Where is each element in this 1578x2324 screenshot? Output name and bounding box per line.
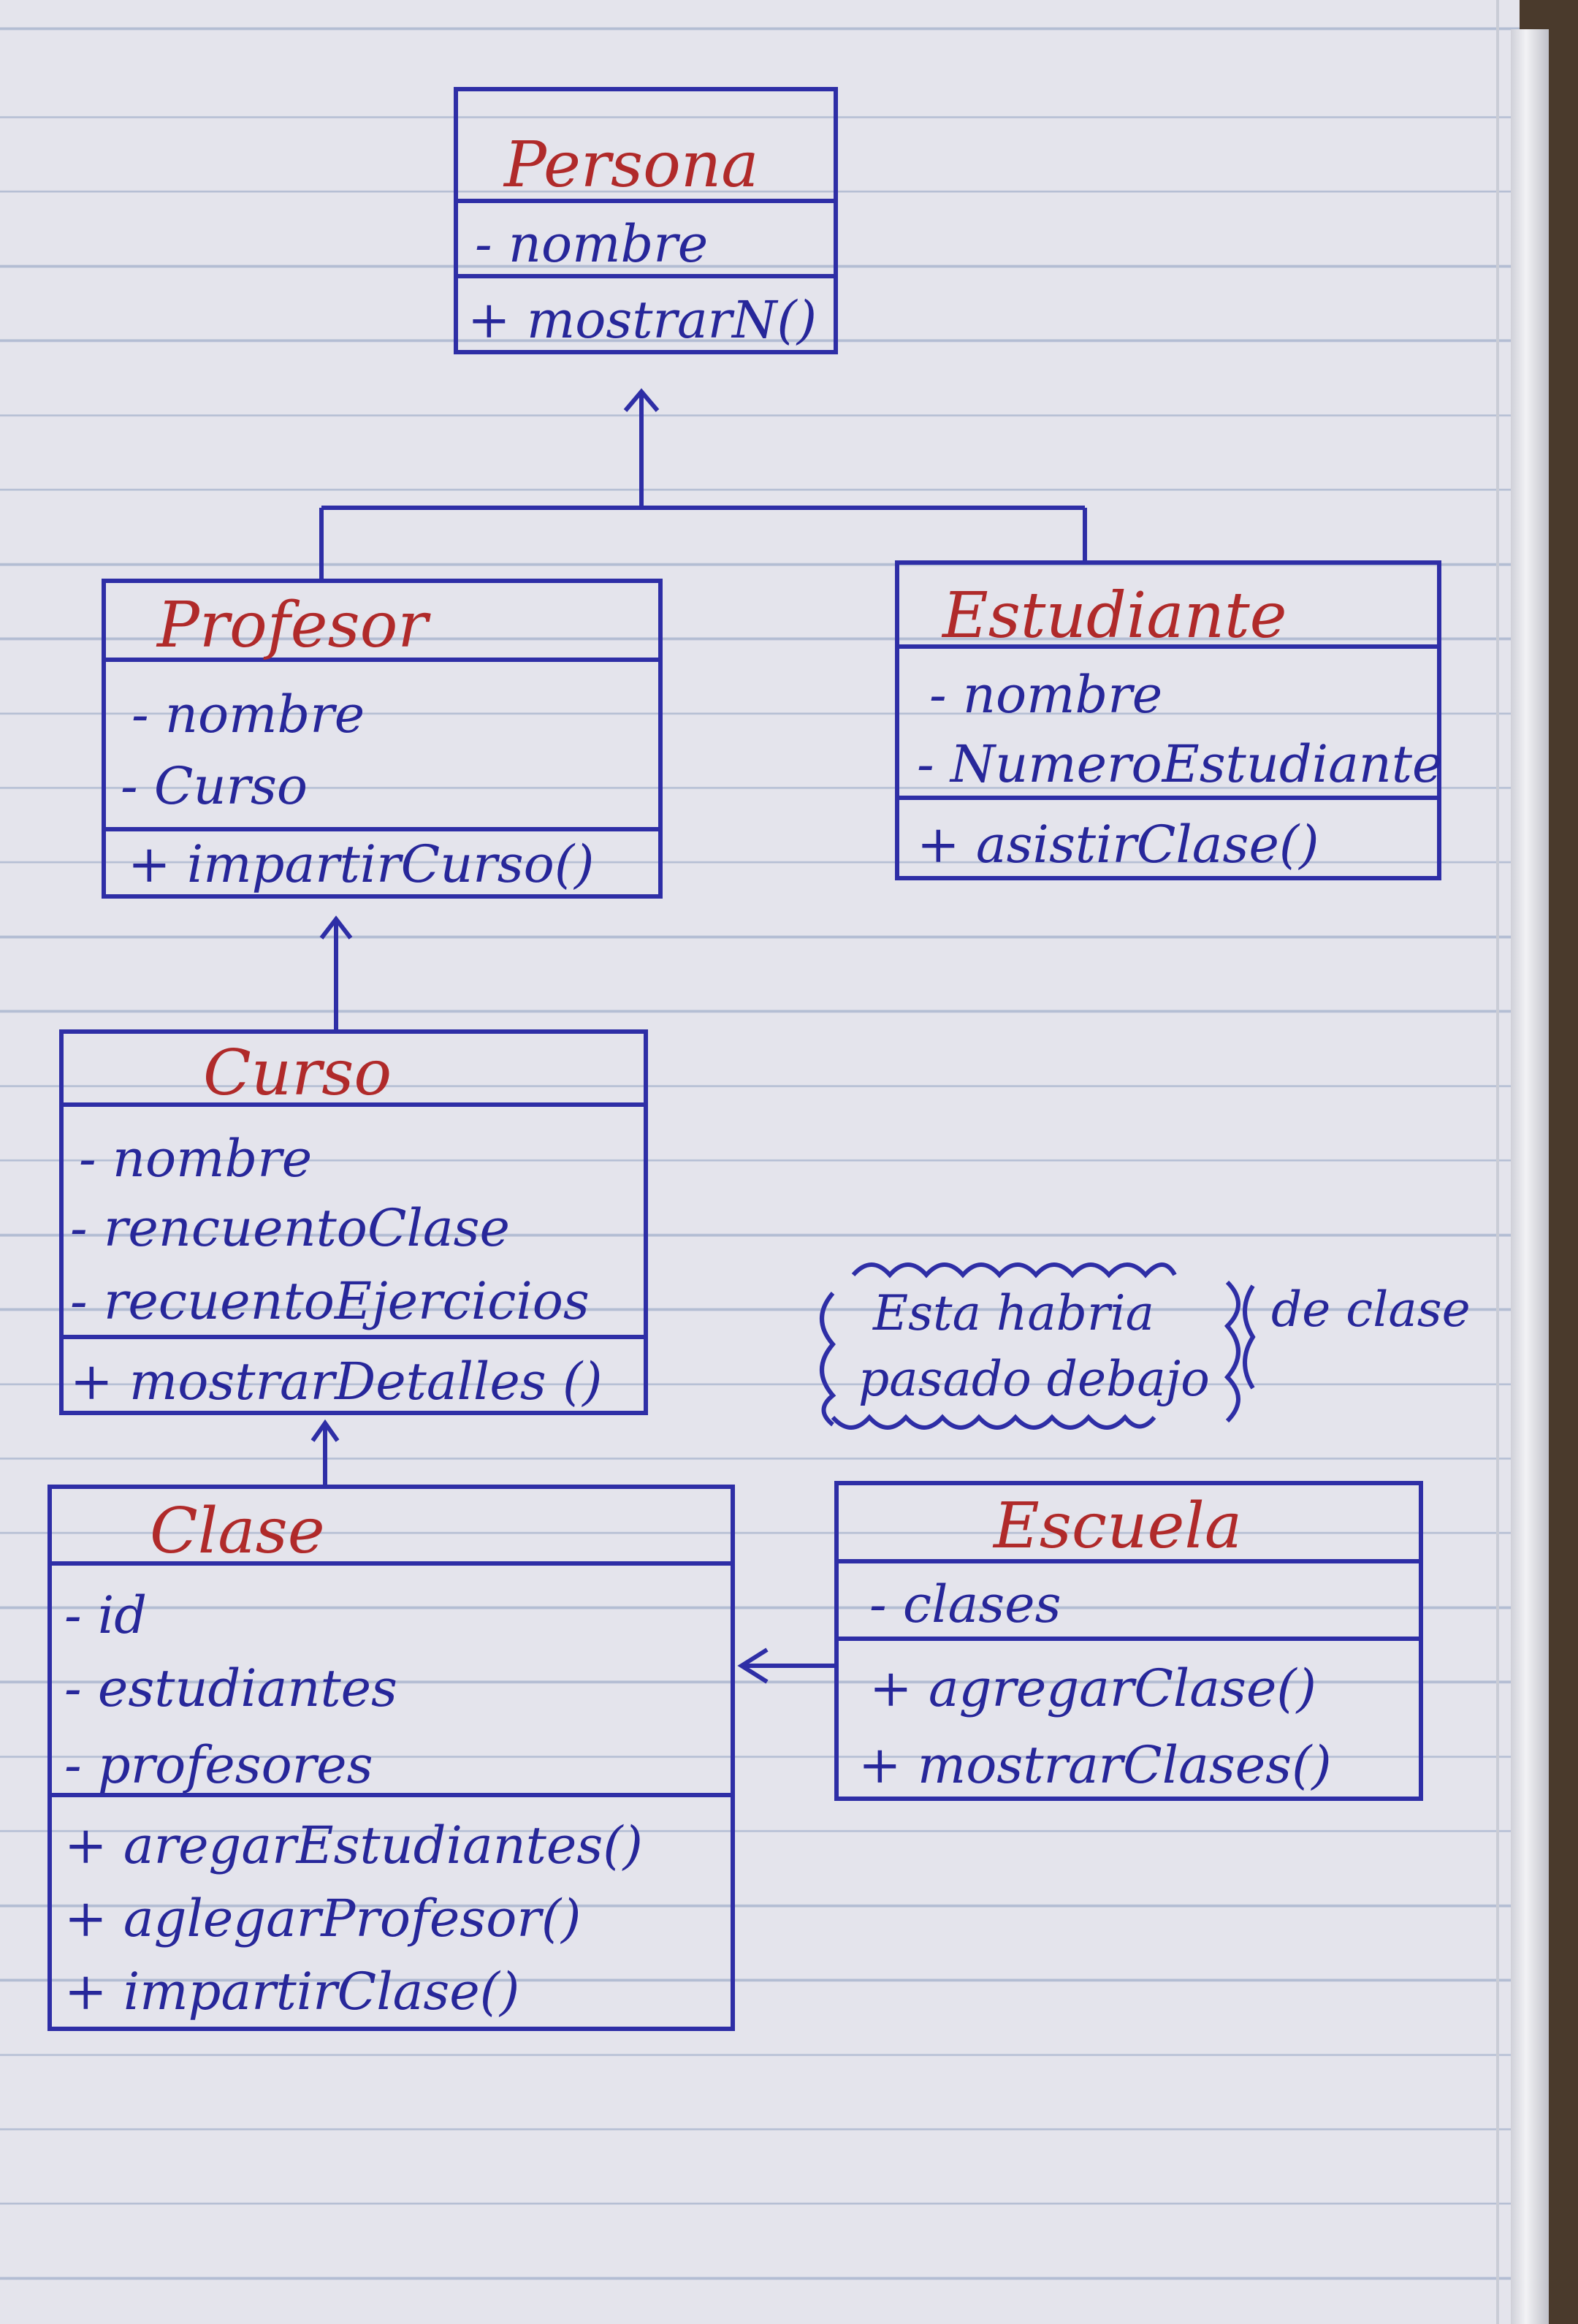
class-clase: Clase - id - estudiantes - profesores + … (47, 1485, 735, 2031)
class-escuela-attr-0: - clases (869, 1574, 1061, 1634)
arrowhead-profesor (319, 915, 353, 940)
class-escuela-name: Escuela (992, 1490, 1242, 1563)
notebook-page (0, 0, 1520, 2324)
arrowhead-curso (310, 1419, 340, 1442)
class-estudiante-attr-0: - nombre (929, 665, 1162, 725)
note-line-1: pasado debajo (858, 1351, 1210, 1407)
note-cloud-right (1224, 1280, 1240, 1423)
note: Esta habria pasado debajo de clase (820, 1262, 1471, 1430)
class-profesor-method-0: + impartirCurso() (128, 834, 594, 894)
class-escuela-method-1: + mostrarClases() (858, 1735, 1332, 1795)
class-curso-attr-1: - rencuentoClase (70, 1198, 510, 1258)
class-curso-box (59, 1029, 648, 1415)
page-margin-line (1496, 0, 1499, 2324)
class-curso-attr-2: - recuentoEjercicios (70, 1271, 590, 1331)
class-curso: Curso - nombre - rencuentoClase - recuen… (59, 1029, 648, 1415)
note-cloud-top (851, 1262, 1177, 1279)
class-clase-method-1: + aglegarProfesor() (64, 1889, 581, 1948)
class-profesor-name: Profesor (156, 589, 431, 662)
class-curso-method-0: + mostrarDetalles () (70, 1352, 603, 1411)
class-escuela: Escuela - clases + agregarClase() + most… (834, 1481, 1423, 1801)
class-escuela-method-0: + agregarClase() (869, 1658, 1316, 1718)
class-persona-box (454, 87, 838, 354)
class-profesor-attr-0: - nombre (132, 685, 365, 744)
class-clase-method-2: + impartirClase() (64, 1962, 519, 2022)
class-clase-name: Clase (150, 1495, 325, 1568)
class-profesor: Profesor - nombre - Curso + impartirCurs… (102, 579, 663, 899)
arrow-curso-to-profesor (319, 915, 353, 1030)
class-clase-box (47, 1485, 735, 2031)
page-edge (1511, 29, 1549, 2324)
class-estudiante-box (895, 560, 1441, 880)
note-side-text: de clase (1271, 1281, 1471, 1338)
note-cloud-bottom (831, 1414, 1156, 1430)
arrow-escuela-to-clase (737, 1647, 836, 1684)
class-persona-name: Persona (503, 129, 759, 202)
class-estudiante-name: Estudiante (941, 579, 1287, 652)
class-profesor-box (102, 579, 663, 899)
note-brace (1243, 1284, 1256, 1390)
arrowhead-persona (623, 388, 660, 412)
note-cloud-left (820, 1292, 836, 1427)
note-line-0: Esta habria (872, 1285, 1154, 1341)
class-clase-method-0: + aregarEstudiantes() (64, 1816, 643, 1875)
arrow-clase-to-curso (310, 1419, 340, 1487)
class-profesor-attr-1: - Curso (121, 756, 308, 816)
class-curso-name: Curso (203, 1037, 392, 1110)
class-curso-attr-0: - nombre (79, 1129, 312, 1189)
class-clase-attr-2: - profesores (64, 1735, 373, 1795)
class-persona-attr-0: - nombre (475, 214, 708, 274)
class-estudiante-method-0: + asistirClase() (917, 815, 1319, 875)
inheritance-to-persona (319, 388, 1087, 581)
arrowhead-clase (737, 1647, 769, 1684)
class-clase-attr-1: - estudiantes (64, 1658, 397, 1718)
class-persona-method-0: + mostrarN() (468, 290, 817, 350)
class-estudiante-attr-1: - NumeroEstudiante (917, 734, 1442, 794)
class-persona: Persona - nombre + mostrarN() (454, 87, 838, 354)
class-clase-attr-0: - id (64, 1585, 147, 1645)
class-estudiante: Estudiante - nombre - NumeroEstudiante +… (895, 560, 1442, 880)
